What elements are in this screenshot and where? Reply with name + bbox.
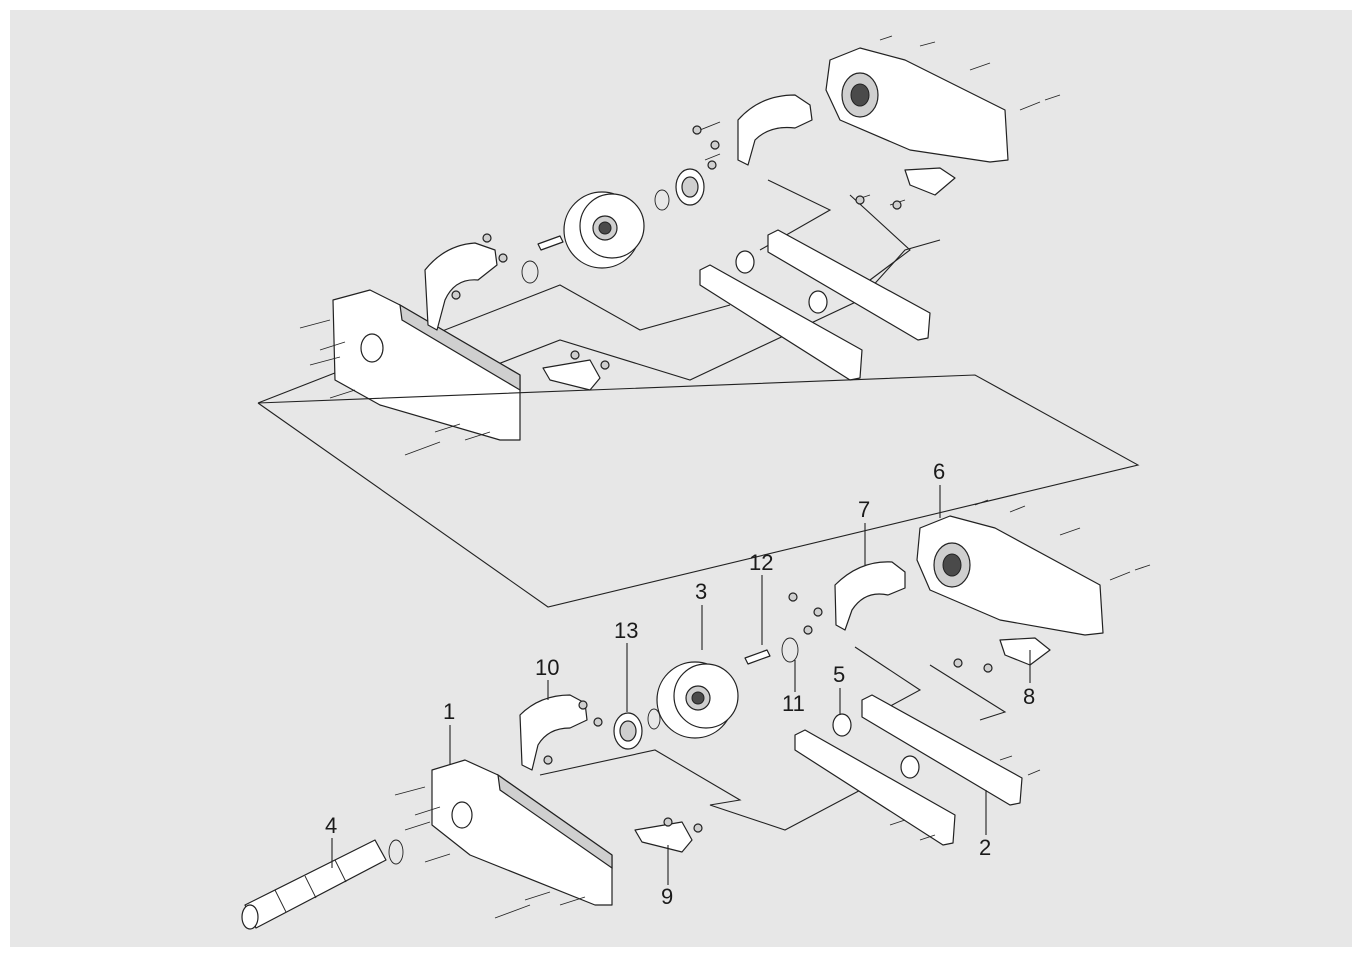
callout-10: 10 bbox=[535, 655, 559, 680]
bottom-assembly: 1 2 3 4 5 6 7 8 9 10 11 12 13 bbox=[241, 459, 1151, 930]
top-shield-left bbox=[424, 242, 498, 331]
part-4-shaft bbox=[241, 839, 387, 930]
part-3-sprocket bbox=[656, 661, 739, 739]
part-9-bracket bbox=[634, 821, 693, 853]
callout-1: 1 bbox=[443, 699, 455, 724]
part-8-bracket bbox=[999, 637, 1051, 666]
top-ring-left bbox=[521, 260, 539, 284]
top-bearing bbox=[675, 168, 705, 206]
part-11-retaining-ring bbox=[781, 637, 799, 663]
part-2-bar-rear bbox=[861, 694, 1023, 806]
callout-9: 9 bbox=[661, 884, 673, 909]
retaining-ring-left bbox=[647, 708, 661, 730]
top-bracket-left bbox=[542, 359, 601, 391]
shaft-ring bbox=[388, 839, 404, 865]
top-side-plate-left bbox=[332, 289, 521, 441]
part-6-housing bbox=[916, 515, 1104, 636]
top-guide-line-2 bbox=[417, 239, 941, 396]
top-fasteners bbox=[299, 35, 1061, 456]
part-2-bar-front bbox=[794, 729, 956, 846]
bottom-guide-line-2 bbox=[929, 664, 1007, 721]
top-bar-front bbox=[699, 264, 863, 381]
bottom-guide-line-3 bbox=[539, 749, 871, 831]
top-guide-line-4 bbox=[849, 194, 911, 281]
top-shield-right bbox=[737, 94, 813, 166]
top-key bbox=[537, 235, 564, 251]
top-bracket-right bbox=[904, 167, 956, 196]
connector-outline bbox=[257, 374, 1140, 608]
callout-5: 5 bbox=[833, 662, 845, 687]
callout-12: 12 bbox=[749, 550, 773, 575]
callout-labels: 1 2 3 4 5 6 7 8 9 10 11 12 13 bbox=[325, 459, 1035, 909]
top-ring-right bbox=[654, 189, 670, 211]
bottom-nuts bbox=[543, 592, 993, 833]
callout-3: 3 bbox=[695, 579, 707, 604]
part-13-bearing bbox=[613, 712, 643, 750]
part-10-shield bbox=[519, 694, 588, 771]
top-plate-bore bbox=[360, 333, 384, 363]
part-7-shield bbox=[834, 561, 906, 631]
callout-11: 11 bbox=[782, 691, 805, 716]
top-bar-rear bbox=[767, 229, 931, 341]
top-assembly bbox=[257, 35, 1061, 456]
top-housing-bore-inner bbox=[850, 83, 870, 107]
callout-2: 2 bbox=[979, 835, 991, 860]
top-spacers bbox=[735, 250, 828, 314]
part-1-side-plate bbox=[431, 759, 613, 906]
callout-7: 7 bbox=[858, 497, 870, 522]
bottom-fasteners bbox=[394, 499, 1151, 919]
callout-leaders bbox=[331, 485, 1031, 885]
top-nuts bbox=[451, 125, 902, 370]
diagram-background bbox=[10, 10, 1352, 947]
part-12-key bbox=[744, 649, 771, 665]
callout-8: 8 bbox=[1023, 684, 1035, 709]
part-5-spacers bbox=[832, 713, 920, 779]
callout-4: 4 bbox=[325, 813, 337, 838]
top-sprocket bbox=[563, 191, 645, 269]
callout-6: 6 bbox=[933, 459, 945, 484]
callout-13: 13 bbox=[614, 618, 638, 643]
top-side-plate-right bbox=[825, 47, 1009, 163]
